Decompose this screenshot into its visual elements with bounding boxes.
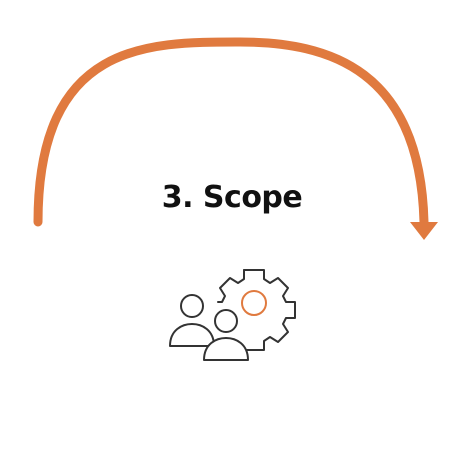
person-back-head — [180, 294, 204, 318]
person-front-icon — [203, 309, 249, 361]
person-back-body — [169, 323, 215, 347]
curved-arrow — [33, 37, 438, 240]
gear-left-teeth — [217, 269, 245, 303]
gear-outline — [243, 269, 296, 351]
person-front-body — [203, 337, 249, 361]
gear-icon — [217, 269, 296, 351]
team-gear-icon — [169, 269, 296, 361]
person-front-head — [214, 309, 238, 333]
arrow-head — [410, 222, 438, 240]
arrow-arc — [33, 37, 429, 227]
person-back-icon — [169, 294, 215, 347]
gear-center-icon — [241, 290, 267, 316]
step-title: 3. Scope — [161, 180, 303, 215]
